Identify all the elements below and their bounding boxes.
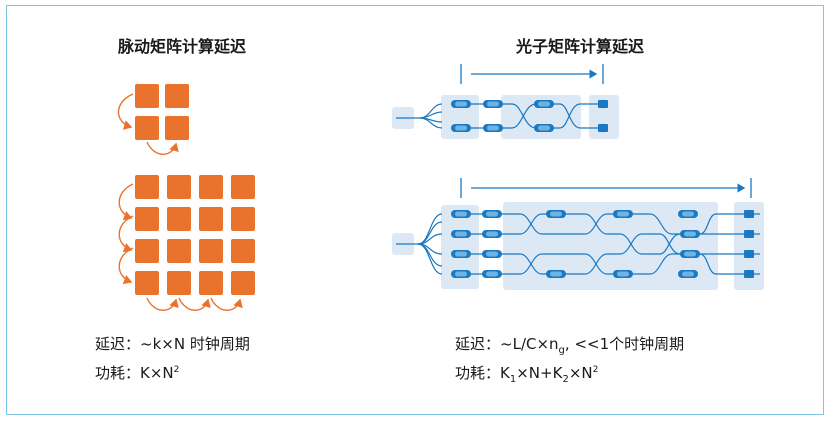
curved-arrow-icon	[118, 183, 134, 221]
power-value: K×N	[140, 364, 174, 382]
systolic-latency: 延迟：~k×N 时钟周期	[95, 333, 250, 354]
latency-label: 延迟：	[455, 335, 501, 353]
power-exponent: 2	[592, 365, 599, 375]
power-end: ×N	[568, 364, 593, 382]
photonic-circuit-small	[392, 64, 619, 139]
power-label: 功耗：	[95, 364, 141, 382]
detector-icon	[744, 230, 754, 238]
latency-subscript: g	[558, 345, 565, 356]
systolic-power: 功耗：K×N2	[95, 362, 179, 383]
curved-arrow-icon	[178, 297, 211, 311]
detector-icon	[744, 210, 754, 218]
systolic-title: 脉动矩阵计算延迟	[118, 37, 247, 56]
curved-arrow-icon	[118, 215, 134, 253]
power-label: 功耗：	[455, 364, 501, 382]
systolic-grid-small	[117, 84, 189, 155]
detector-icon	[598, 124, 608, 132]
power-mid: ×N+K	[516, 364, 563, 382]
curved-arrow-icon	[210, 297, 243, 311]
detector-icon	[744, 270, 754, 278]
latency-value-a: ~L/C×n	[500, 335, 559, 353]
latency-value: ~k×N 时钟周期	[140, 335, 250, 353]
photonic-latency: 延迟：~L/C×ng, <<1个时钟周期	[455, 333, 684, 356]
power-k1-sub: 1	[509, 374, 517, 385]
photonic-power: 功耗：K1×N+K2×N2	[455, 362, 598, 385]
power-k2-sub: 2	[562, 374, 569, 385]
power-exponent: 2	[173, 365, 180, 375]
detector-icon	[744, 250, 754, 258]
latency-value-b: , <<1个时钟周期	[564, 335, 685, 353]
latency-label: 延迟：	[95, 335, 141, 353]
curved-arrow-icon	[118, 247, 134, 285]
photonic-title: 光子矩阵计算延迟	[516, 37, 645, 56]
systolic-grid-large	[118, 175, 255, 311]
curved-arrow-icon	[117, 93, 134, 130]
power-k1: K	[500, 364, 510, 382]
curved-arrow-icon	[146, 297, 179, 311]
curved-arrow-icon	[146, 141, 179, 155]
photonic-circuit-large	[392, 178, 764, 290]
detector-icon	[598, 100, 608, 108]
